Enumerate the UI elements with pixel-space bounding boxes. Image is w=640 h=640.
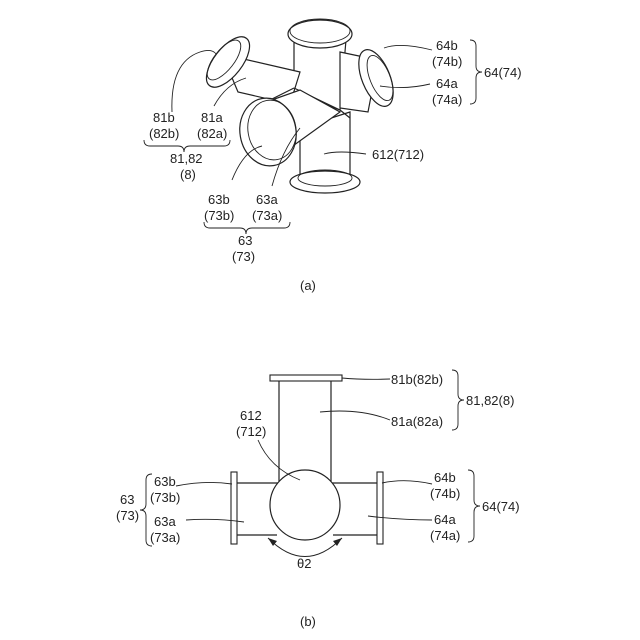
label-73-a: (73) [232, 249, 255, 264]
flange-81b [270, 375, 342, 381]
label-64-74-a: 64(74) [484, 65, 522, 80]
label-theta2: θ2 [297, 556, 311, 571]
label-8-a: (8) [180, 167, 196, 182]
label-612-712-a: 612(712) [372, 147, 424, 162]
label-81b-82b-b: 81b(82b) [391, 372, 443, 387]
label-73-b: (73) [116, 508, 139, 523]
caption-b: (b) [300, 614, 316, 629]
label-63a-a: 63a [256, 192, 278, 207]
label-73a-b: (73a) [150, 530, 180, 545]
label-64a-b: 64a [434, 512, 456, 527]
opening-612 [270, 470, 340, 540]
label-63-b: 63 [120, 492, 134, 507]
flange-63b [231, 472, 237, 544]
label-74b-a: (74b) [432, 54, 462, 69]
label-81a-a: 81a [201, 110, 223, 125]
label-81b-a: 81b [153, 110, 175, 125]
label-63b-a: 63b [208, 192, 230, 207]
caption-a: (a) [300, 278, 316, 293]
pipe-64-right [340, 45, 400, 112]
label-63-a: 63 [238, 233, 252, 248]
label-63b-b: 63b [154, 474, 176, 489]
label-81-82-8-b: 81,82(8) [466, 393, 514, 408]
label-73a-a: (73a) [252, 208, 282, 223]
label-64a-a: 64a [436, 76, 458, 91]
angle-theta2 [268, 538, 342, 557]
label-64b-a: 64b [436, 38, 458, 53]
label-74a-b: (74a) [430, 528, 460, 543]
label-81-82-a: 81,82 [170, 151, 203, 166]
label-81a-82a-b: 81a(82a) [391, 414, 443, 429]
label-73b-a: (73b) [204, 208, 234, 223]
label-82a-a: (82a) [197, 126, 227, 141]
label-74b-b: (74b) [430, 486, 460, 501]
label-64b-b: 64b [434, 470, 456, 485]
figure-b: 81b(82b) 81a(82a) 81,82(8) 612 (712) 64b… [116, 370, 520, 629]
label-712-b: (712) [236, 424, 266, 439]
label-73b-b: (73b) [150, 490, 180, 505]
figure-a: 64b (74b) 64a (74a) 64(74) 81b (82b) 81a… [144, 19, 522, 293]
label-82b-a: (82b) [149, 126, 179, 141]
label-63a-b: 63a [154, 514, 176, 529]
label-612-b: 612 [240, 408, 262, 423]
label-74a-a: (74a) [432, 92, 462, 107]
pipe-81a [279, 381, 331, 483]
label-64-74-b: 64(74) [482, 499, 520, 514]
